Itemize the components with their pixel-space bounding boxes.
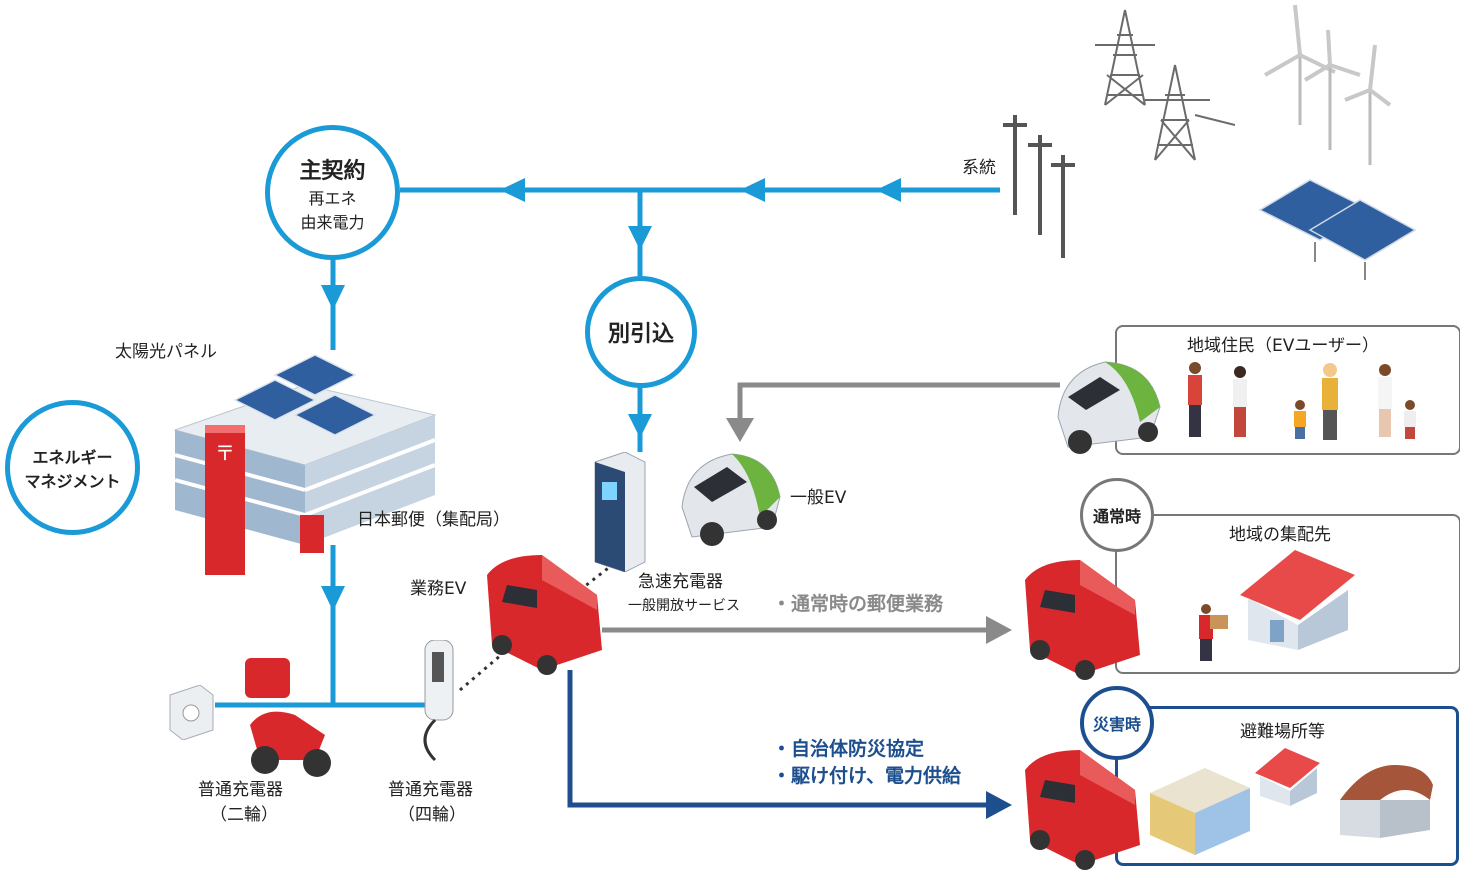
flow-arrow [500,178,525,202]
flow-arrow [986,616,1012,644]
disaster-text-1: ・自治体防災協定 [772,738,925,760]
power-tower-icon [1095,9,1235,161]
main-contract-line1: 再エネ [308,188,357,208]
school-building-icon [1150,768,1250,855]
normal-task-text: ・通常時の郵便業務 [772,593,944,615]
grid-label: 系統 [962,158,996,178]
normal-time-title: 通常時 [1092,507,1141,526]
dotted-link [579,553,626,592]
solar-farm-icon [1258,179,1417,280]
outlet-icon [169,685,214,740]
solar-panel-label: 太陽光パネル [115,342,217,362]
general-ev-icon [681,453,781,546]
flow-arrow [986,791,1012,819]
house-icon [1240,550,1355,650]
utility-poles-icon [1003,115,1075,258]
shelter-van-icon [1025,750,1140,870]
post-office-label: 日本郵便（集配局） [357,510,510,530]
main-contract-line2: 由来電力 [300,212,365,232]
postal-pillar [205,425,245,575]
resident-ev-icon [1057,361,1161,454]
flow-arrow [628,414,652,438]
flow-arrow [876,178,901,202]
energy-mgmt-line1: エネルギー [32,447,113,467]
courier-icon [1199,604,1228,661]
svg-text:〒: 〒 [215,441,235,465]
normal-charger-4w-icon [423,640,454,762]
resident-ev-arrow [737,382,1060,425]
residents-title: 地域住民（EVユーザー） [1187,336,1380,356]
general-ev-label: 一般EV [790,488,847,508]
scooter-icon [245,658,331,777]
quick-charger-sublabel: 一般開放サービス [628,598,740,614]
main-contract-circle: 主契約 再エネ 由来電力 [265,125,400,260]
normal-time-circle: 通常時 [1080,478,1154,552]
energy-mgmt-line2: マネジメント [24,471,121,491]
shelter-title: 避難場所等 [1240,722,1325,742]
small-house-icon [1255,748,1320,806]
flow-arrow [740,178,765,202]
delivery-van-icon [1025,560,1140,680]
flow-arrow [628,226,652,250]
separate-intake-circle: 別引込 [585,276,697,388]
wind-turbines-icon [1264,4,1392,165]
gymnasium-icon [1340,765,1433,838]
normal-charger-4w-label-1: 普通充電器 [388,780,473,800]
business-ev-icon [487,555,602,675]
normal-charger-2w-label-2: （二輪） [210,805,278,825]
energy-management-circle: エネルギー マネジメント [5,400,140,535]
flow-arrow [321,586,345,611]
disaster-time-circle: 災害時 [1080,686,1154,760]
normal-charger-2w-label-1: 普通充電器 [198,780,283,800]
mailbox [300,515,324,553]
delivery-title: 地域の集配先 [1229,525,1331,545]
quick-charger-icon [594,452,646,572]
residents-people-icon [1188,362,1416,440]
business-ev-label: 業務EV [410,579,467,599]
main-contract-title: 主契約 [299,158,366,184]
disaster-time-title: 災害時 [1092,715,1141,734]
flow-arrow [321,285,345,310]
post-office-building-icon: 〒 [173,354,437,575]
separate-intake-title: 別引込 [607,322,674,347]
disaster-arrow [567,670,995,808]
flow-arrow [726,418,754,442]
disaster-text-2: ・駆け付け、電力供給 [772,765,962,787]
normal-charger-4w-label-2: （四輪） [398,805,466,825]
quick-charger-label: 急速充電器 [638,572,723,592]
